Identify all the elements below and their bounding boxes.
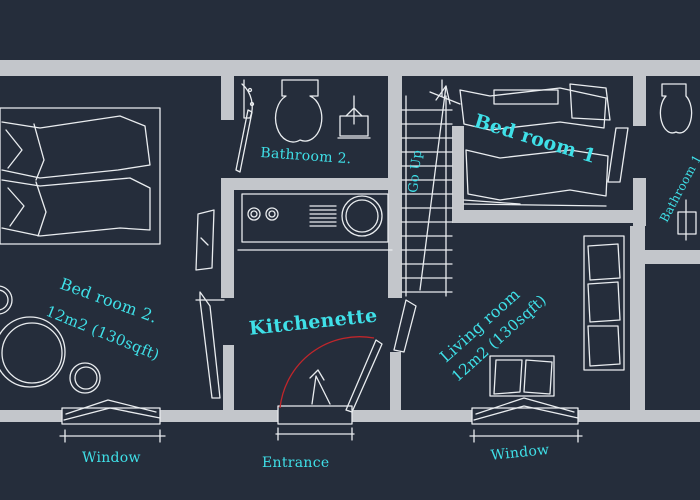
door-living-room <box>393 299 417 353</box>
kitchen-counter <box>237 193 393 251</box>
bed-bedroom-2 <box>0 107 161 245</box>
table-bedroom-2 <box>0 285 101 394</box>
walls <box>0 60 700 422</box>
sketch-lines <box>0 79 697 443</box>
bathroom-2-fixtures <box>235 79 371 173</box>
wall-v-bed1-left <box>452 126 464 218</box>
wall-v-living-right <box>630 226 645 412</box>
wall-h-bath1-bottom <box>645 250 700 264</box>
wall-v-bed2-right <box>221 178 234 298</box>
wall-bottom-left <box>0 410 62 422</box>
wall-v-living-lower <box>390 352 401 412</box>
armchairs-living-room <box>489 355 555 397</box>
wall-v-stair-left <box>388 76 402 298</box>
staircase <box>401 79 461 297</box>
wall-v-bath2-left <box>221 76 234 120</box>
cabinet-unit <box>195 209 215 271</box>
entrance-door-swing <box>279 336 375 409</box>
window-left-frame <box>59 399 166 443</box>
window-right-frame <box>469 397 583 443</box>
sofa-living-room <box>583 235 625 371</box>
wall-v-bed2-lower <box>223 345 234 410</box>
wall-bottom-right <box>578 410 700 422</box>
entrance-door <box>275 339 383 441</box>
wall-bottom-mid2 <box>352 410 472 422</box>
bathroom-1-fixtures <box>659 83 697 241</box>
wall-top <box>0 60 700 76</box>
wall-h-bath2-bottom <box>221 178 401 190</box>
window-bedroom-1 <box>607 127 629 183</box>
wall-bottom-mid <box>160 410 278 422</box>
wall-h-bed1-bottom <box>452 210 642 223</box>
bed-bedroom-1 <box>459 83 611 207</box>
wall-v-bath1-left <box>633 76 646 126</box>
door-bedroom-2 <box>199 291 221 399</box>
label-window-left: Window <box>82 450 141 466</box>
wall-v-bath1-lower <box>633 178 646 226</box>
label-entrance: Entrance <box>262 455 330 471</box>
